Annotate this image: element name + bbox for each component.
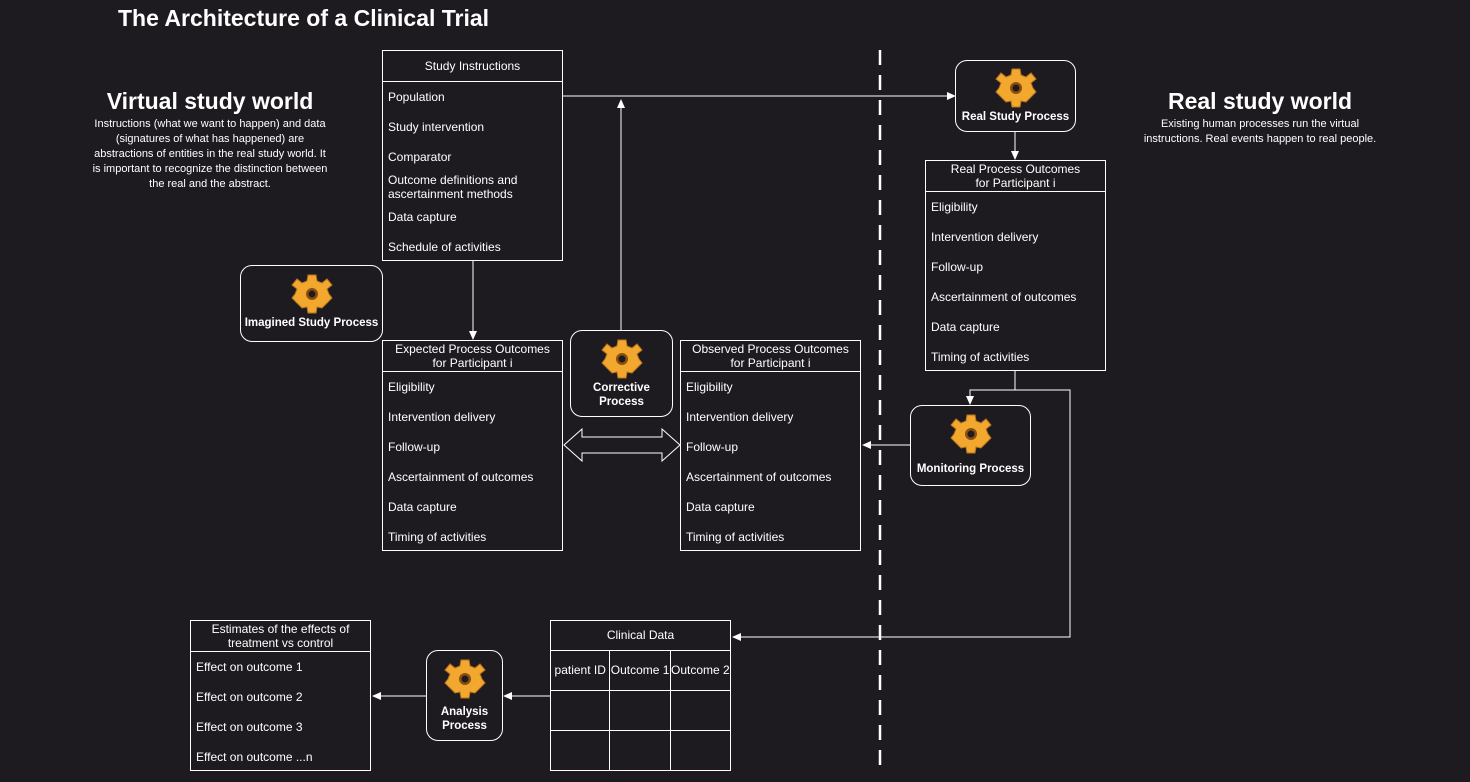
list-item: Eligibility [686, 380, 733, 394]
imagined-study-process: Imagined Study Process [240, 265, 383, 342]
real-world-description: Existing human processes run the virtual… [1143, 118, 1377, 145]
expected-outcomes-header: Expected Process Outcomes for Participan… [383, 341, 562, 372]
list-item: Data capture [931, 320, 1000, 334]
real-outcomes-box: Real Process Outcomes for Participant i … [925, 160, 1106, 371]
list-item: Ascertainment of outcomes [388, 470, 534, 484]
list-item: Data capture [388, 210, 457, 224]
list-item: Study intervention [388, 120, 485, 134]
corrective-process: Corrective Process [570, 330, 673, 417]
estimates-box: Estimates of the effects of treatment vs… [190, 620, 371, 771]
clinical-data-table: Clinical Data patient ID Outcome 1 Outco… [549, 620, 732, 771]
gear-icon [290, 274, 333, 314]
process-label: Real Study Process [961, 111, 1070, 123]
virtual-world-description: Instructions (what we want to happen) an… [92, 118, 328, 190]
gear-icon [994, 68, 1037, 108]
list-item: Timing of activities [931, 350, 1030, 364]
estimates-header: Estimates of the effects of treatment vs… [191, 621, 370, 652]
gear-icon [443, 659, 486, 699]
list-item: Outcome definitions and ascertainment me… [388, 173, 518, 201]
list-item: Data capture [388, 500, 457, 514]
analysis-process: Analysis Process [426, 650, 503, 741]
list-item: Timing of activities [388, 530, 487, 544]
observed-outcomes-header: Observed Process Outcomes for Participan… [681, 341, 860, 372]
list-item: Follow-up [388, 440, 441, 454]
list-item: Ascertainment of outcomes [931, 290, 1077, 304]
gear-icon [949, 414, 992, 454]
list-item: Timing of activities [686, 530, 785, 544]
list-item: Data capture [686, 500, 755, 514]
expected-outcomes-box: Expected Process Outcomes for Participan… [382, 340, 563, 551]
list-item: Comparator [388, 150, 452, 164]
list-item: Intervention delivery [686, 410, 794, 424]
list-item: Effect on outcome 2 [196, 690, 303, 704]
list-item: Ascertainment of outcomes [686, 470, 832, 484]
list-item: Effect on outcome 3 [196, 720, 303, 734]
list-item: Population [388, 90, 445, 104]
process-label: Monitoring Process [916, 463, 1025, 475]
list-item: Follow-up [931, 260, 984, 274]
real-world-title: Real study world [1167, 88, 1353, 114]
study-instructions-header: Study Instructions [383, 51, 562, 82]
process-label: Analysis Process [440, 706, 489, 732]
process-label: Corrective Process [593, 382, 650, 408]
list-item: Eligibility [931, 200, 978, 214]
list-item: Follow-up [686, 440, 739, 454]
list-item: Effect on outcome ...n [196, 750, 313, 764]
monitoring-process: Monitoring Process [910, 405, 1031, 486]
process-label: Imagined Study Process [244, 317, 379, 329]
compare-double-arrow [563, 427, 681, 463]
observed-outcomes-box: Observed Process Outcomes for Participan… [680, 340, 861, 551]
arrow-real-outcomes-to-monitoring [966, 370, 1016, 405]
column-header: Outcome 2 [669, 650, 732, 691]
gear-icon [600, 339, 643, 379]
study-instructions-box: Study Instructions Population Study inte… [382, 50, 563, 261]
virtual-world-title: Virtual study world [106, 88, 314, 114]
list-item: Intervention delivery [931, 230, 1039, 244]
list-item: Effect on outcome 1 [196, 660, 303, 674]
column-header: Outcome 1 [609, 650, 671, 691]
list-item: Eligibility [388, 380, 435, 394]
list-item: Schedule of activities [388, 240, 501, 254]
clinical-data-header: Clinical Data [550, 620, 731, 651]
arrow-real-outcomes-to-clinical-data [732, 389, 1071, 641]
real-outcomes-header: Real Process Outcomes for Participant i [926, 161, 1105, 192]
table-row [549, 690, 732, 731]
real-study-process: Real Study Process [955, 60, 1076, 132]
table-row [549, 730, 732, 771]
column-header: patient ID [549, 650, 611, 691]
page-title: The Architecture of a Clinical Trial [118, 5, 490, 31]
list-item: Intervention delivery [388, 410, 496, 424]
